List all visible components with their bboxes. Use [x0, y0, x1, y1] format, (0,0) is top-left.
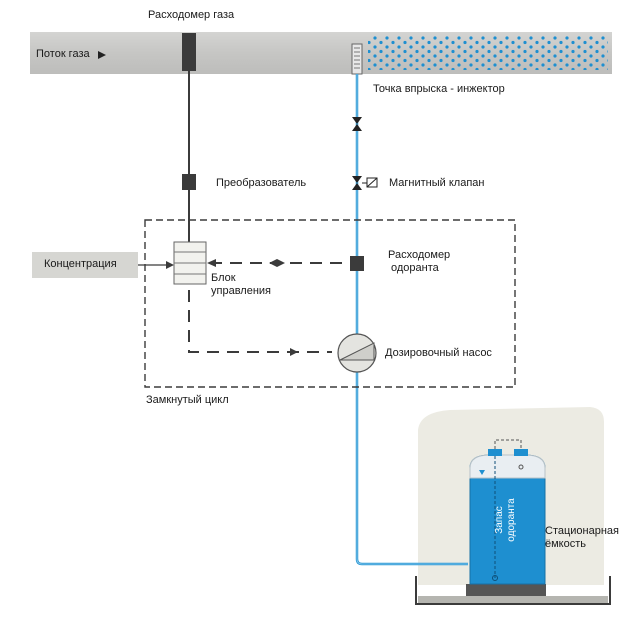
arrow-right-icon [98, 51, 106, 59]
concentration-box [32, 252, 138, 278]
closed-loop-label: Замкнутый цикл [146, 394, 229, 406]
odorant-meter-label-2: одоранта [391, 262, 439, 274]
odorant-supply-line-1: Запас [494, 506, 505, 534]
control-unit [173, 241, 207, 285]
gas-flow-label: Поток газа [36, 48, 90, 60]
gas-meter [182, 33, 196, 71]
valve-icon [352, 117, 362, 131]
odorant-meter [350, 256, 364, 271]
converter-label: Преобразователь [216, 177, 307, 189]
control-unit-label-2: управления [211, 285, 271, 297]
dosing-pump-label: Дозировочный насос [385, 347, 492, 359]
gas-meter-label: Расходомер газа [148, 9, 235, 21]
containment-tray [415, 576, 611, 605]
odorized-gas-dots [368, 36, 608, 70]
odorant-supply-line-2: одоранта [506, 498, 517, 542]
pump-signal-line [188, 290, 332, 353]
tank [466, 439, 546, 596]
control-unit-label-1: Блок [211, 272, 236, 284]
tank-label-1: Стационарная [545, 525, 619, 537]
closed-loop-boundary [144, 219, 516, 388]
odorant-meter-label-1: Расходомер [388, 249, 451, 261]
solenoid-icon [352, 176, 378, 190]
converter [182, 174, 196, 190]
concentration-label: Концентрация [44, 258, 117, 270]
tank-label-2: ёмкость [545, 538, 587, 550]
solenoid-valve-label: Магнитный клапан [389, 177, 485, 189]
pump-icon [337, 333, 377, 373]
injection-point-label: Точка впрыска - инжектор [373, 83, 505, 95]
